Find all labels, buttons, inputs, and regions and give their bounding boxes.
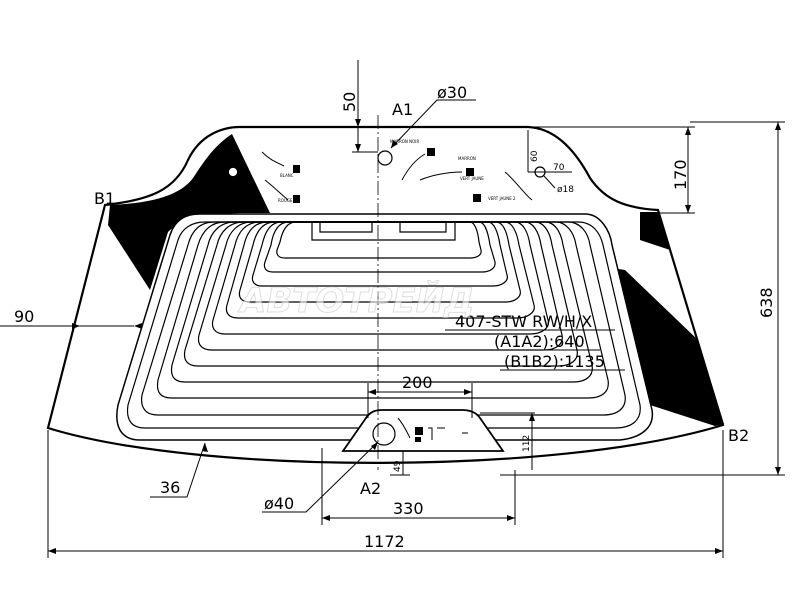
- dia18-leader: [543, 175, 556, 189]
- dim-638: [500, 121, 785, 476]
- dim-36-label: 36: [160, 478, 180, 497]
- dim-70-label: 70: [553, 163, 565, 173]
- marking-vert-jaune: VERT JAUNE: [460, 176, 484, 181]
- marking-vert-jaune-2: VERT JAUNE 2: [488, 196, 516, 201]
- dim-50-label: 50: [340, 92, 359, 112]
- part-code: 407-STW RW/H/X: [455, 312, 592, 331]
- dim-170: [530, 126, 695, 214]
- dim-36-leader: [150, 442, 206, 498]
- cutout-bracket: [428, 427, 433, 440]
- point-b1-label: B1: [94, 189, 115, 208]
- part-info-leaders: [445, 329, 625, 371]
- frit-right: [612, 268, 724, 426]
- dim-49: [390, 451, 410, 476]
- point-b2-label: B2: [728, 426, 749, 445]
- point-a1-label: A1: [392, 100, 413, 119]
- dia40-leader: [262, 441, 379, 513]
- dim-60-70: [527, 130, 572, 173]
- dim-330: [321, 448, 516, 525]
- marking-marron: MARRON: [458, 156, 476, 161]
- frit-top-right-edge: [640, 212, 670, 250]
- watermark: АВТОТРЕЙД: [237, 280, 474, 321]
- dim-112-label: 112: [522, 435, 532, 452]
- top-terminals: [261, 148, 533, 203]
- dim-50: [352, 60, 378, 153]
- dim-49-label: 49: [393, 460, 403, 472]
- marking-blanc: BLANC: [280, 173, 294, 178]
- dim-1172: [47, 430, 724, 558]
- connector-2: [415, 437, 421, 442]
- dia30-label: ø30: [437, 83, 467, 102]
- dia30-leader: [390, 99, 476, 149]
- dim-112: [480, 412, 535, 470]
- dim-90: [0, 323, 142, 329]
- hole-small-left: [228, 167, 238, 177]
- heated-area-border: [116, 213, 654, 441]
- dim-200: [367, 383, 473, 418]
- dim-330-label: 330: [393, 499, 424, 518]
- hole-bottom-40: [372, 422, 396, 446]
- dim-90-label: 90: [14, 307, 34, 326]
- dim-200-label: 200: [402, 373, 433, 392]
- part-a1a2: (A1A2):640: [494, 332, 585, 351]
- dia40-label: ø40: [264, 494, 294, 513]
- hole-top-30: [377, 150, 393, 166]
- connector-1: [415, 427, 423, 435]
- dim-60-label: 60: [530, 150, 540, 162]
- dim-1172-label: 1172: [364, 532, 405, 551]
- dim-170-label: 170: [671, 159, 690, 190]
- cutout-wires: [397, 417, 468, 439]
- point-a2-label: A2: [360, 479, 381, 498]
- glass-outline: [46, 125, 725, 464]
- part-b1b2: (B1B2):1135: [504, 352, 605, 371]
- dim-638-label: 638: [757, 287, 776, 318]
- dia18-label: ø18: [557, 185, 574, 195]
- marking-rouge: ROUGE: [278, 198, 293, 203]
- marking-marron-noir: MARRON NOIR: [390, 139, 419, 144]
